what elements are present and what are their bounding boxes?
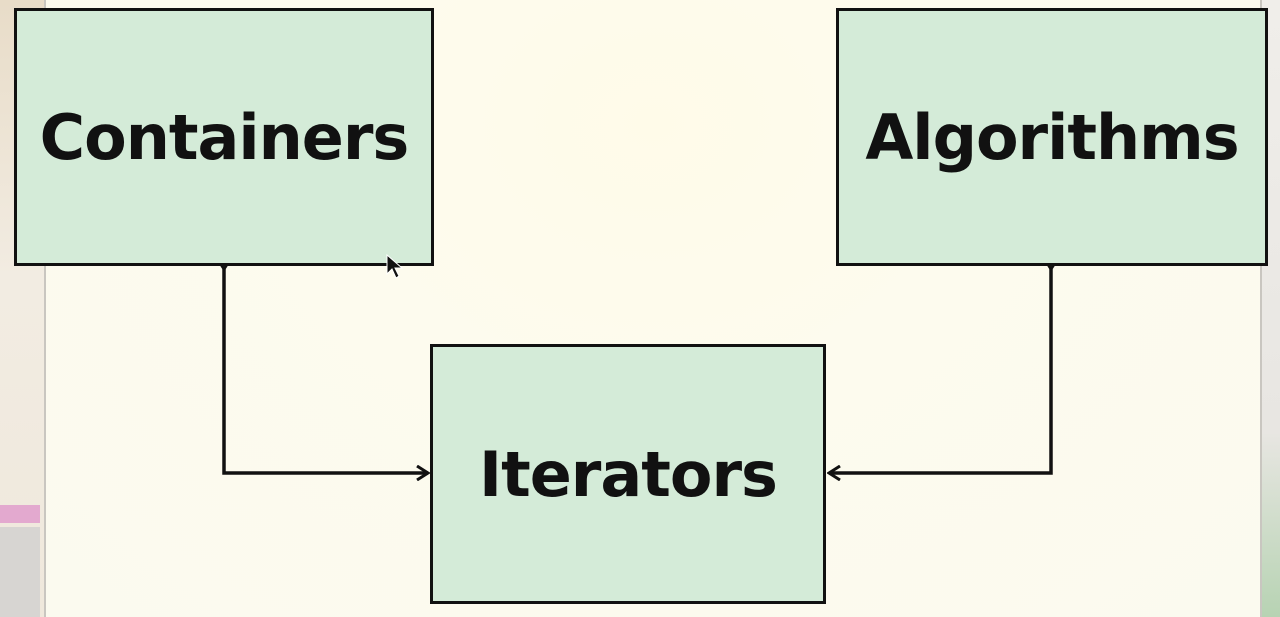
node-algorithms: Algorithms — [836, 8, 1268, 266]
desktop-pink-tab — [0, 505, 40, 523]
node-iterators-label: Iterators — [479, 437, 778, 511]
node-iterators: Iterators — [430, 344, 826, 604]
node-algorithms-label: Algorithms — [865, 100, 1239, 174]
mouse-pointer-icon — [386, 254, 404, 279]
node-containers-label: Containers — [39, 100, 410, 174]
node-containers: Containers — [14, 8, 434, 266]
desktop-gray-panel — [0, 527, 40, 617]
